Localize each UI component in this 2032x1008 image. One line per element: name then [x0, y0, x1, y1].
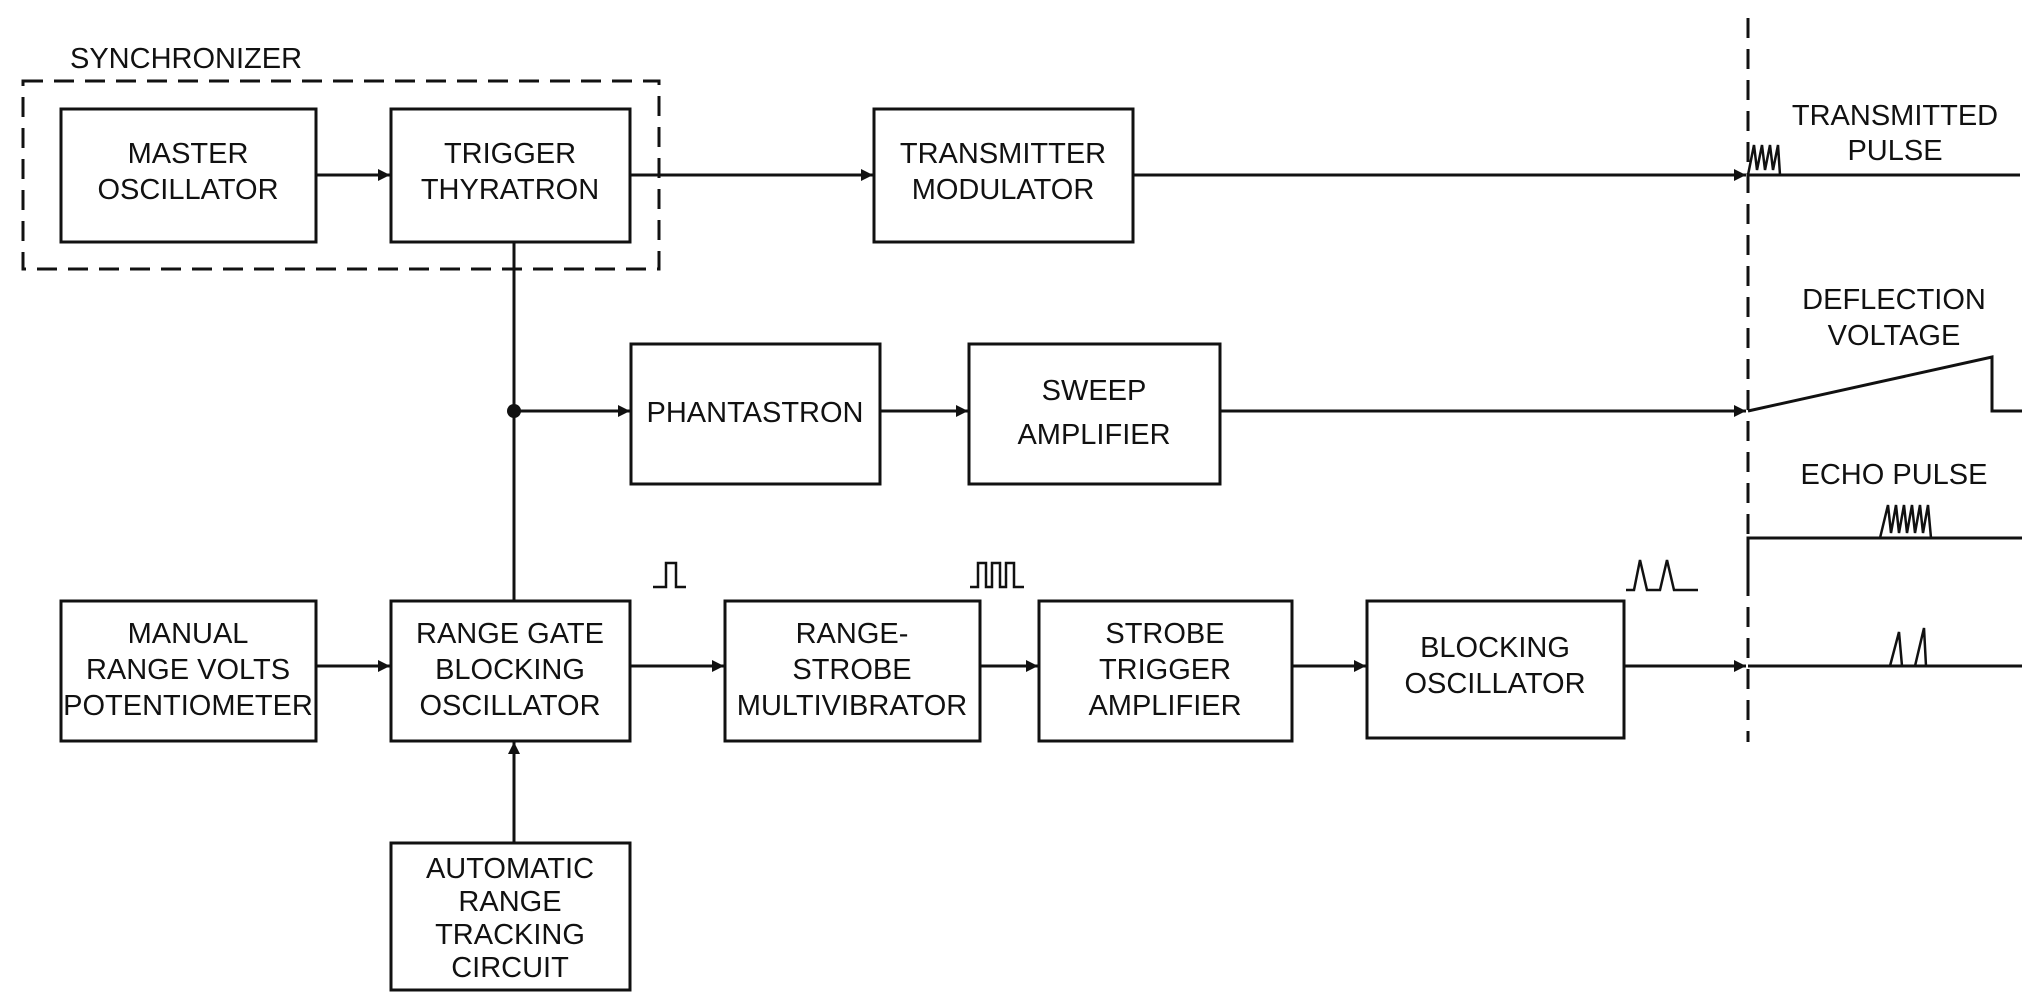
block-blocking-oscillator: BLOCKING OSCILLATOR — [1365, 599, 1626, 740]
transmitted-pulse-label-line-1: TRANSMITTED — [1792, 100, 1998, 132]
block-range-gate-blocking-oscillator: RANGE GATE BLOCKING OSCILLATOR — [389, 599, 632, 743]
range-strobe-multivibrator-line-2: STROBE — [792, 654, 911, 686]
strobe-pulse-waveform — [1880, 627, 1928, 668]
range-gate-blocking-oscillator-line-1: RANGE GATE — [416, 618, 604, 650]
range-gate-blocking-oscillator-line-2: BLOCKING — [435, 654, 585, 686]
strobe-pulse-train-icon — [970, 561, 1024, 589]
strobe-trigger-amplifier-line-1: STROBE — [1105, 618, 1224, 650]
range-strobe-multivibrator-box — [723, 599, 982, 743]
block-range-strobe-multivibrator: RANGE- STROBE MULTIVIBRATOR — [723, 599, 982, 743]
block-strobe-trigger-amplifier: STROBE TRIGGER AMPLIFIER — [1037, 599, 1294, 743]
manual-range-volts-potentiometer-line-1: MANUAL — [128, 618, 249, 650]
block-trigger-thyratron: TRIGGER THYRATRON — [389, 107, 632, 244]
echo-pulse-waveform — [1878, 504, 1933, 539]
strobe-trigger-amplifier-line-2: TRIGGER — [1099, 654, 1231, 686]
output-labels: TRANSMITTED PULSE DEFLECTION VOLTAGE ECH… — [1792, 100, 1998, 491]
manual-range-volts-potentiometer-line-3: POTENTIOMETER — [63, 690, 313, 722]
blocking-pulse-icon — [1626, 559, 1698, 592]
output-traces — [653, 144, 2022, 668]
deflection-voltage-label-line-1: DEFLECTION — [1802, 284, 1986, 316]
echo-pulse-label: ECHO PULSE — [1801, 459, 1988, 491]
automatic-range-tracking-circuit-line-4: CIRCUIT — [451, 952, 569, 984]
block-transmitter-modulator: TRANSMITTER MODULATOR — [872, 107, 1135, 244]
sweep-amplifier-line-1: SWEEP — [1042, 375, 1147, 407]
blocking-oscillator-line-1: BLOCKING — [1420, 632, 1570, 664]
phantastron-line-1: PHANTASTRON — [647, 397, 864, 429]
deflection-voltage-label-line-2: VOLTAGE — [1828, 320, 1961, 352]
manual-range-volts-potentiometer-box — [59, 599, 318, 743]
sweep-amplifier-line-2: AMPLIFIER — [1017, 419, 1170, 451]
blocking-oscillator-line-2: OSCILLATOR — [1404, 668, 1585, 700]
range-gate-blocking-oscillator-box — [389, 599, 632, 743]
trigger-thyratron-line-1: TRIGGER — [444, 138, 576, 170]
strobe-trigger-amplifier-box — [1037, 599, 1294, 743]
automatic-range-tracking-circuit-line-2: RANGE — [458, 886, 561, 918]
sweep-amplifier-box — [967, 342, 1222, 486]
master-oscillator-box — [59, 107, 318, 244]
transmitter-modulator-box — [872, 107, 1135, 244]
trigger-thyratron-line-2: THYRATRON — [421, 174, 599, 206]
block-sweep-amplifier: SWEEP AMPLIFIER — [967, 342, 1222, 486]
block-manual-range-volts-potentiometer: MANUAL RANGE VOLTS POTENTIOMETER — [59, 599, 318, 743]
echo-pulse-baseline — [1746, 536, 2022, 584]
block-master-oscillator: MASTER OSCILLATOR — [59, 107, 318, 244]
transmitter-modulator-line-1: TRANSMITTER — [900, 138, 1106, 170]
trigger-thyratron-box — [389, 107, 632, 244]
automatic-range-tracking-circuit-box — [389, 841, 632, 992]
range-strobe-multivibrator-line-3: MULTIVIBRATOR — [737, 690, 967, 722]
deflection-sawtooth-waveform — [1747, 355, 2022, 413]
master-oscillator-line-1: MASTER — [128, 138, 249, 170]
synchronizer-label: SYNCHRONIZER — [70, 43, 302, 75]
strobe-trigger-amplifier-line-3: AMPLIFIER — [1088, 690, 1241, 722]
automatic-range-tracking-circuit-line-3: TRACKING — [435, 919, 585, 951]
manual-range-volts-potentiometer-line-2: RANGE VOLTS — [86, 654, 290, 686]
range-gate-blocking-oscillator-line-3: OSCILLATOR — [419, 690, 600, 722]
block-automatic-range-tracking-circuit: AUTOMATIC RANGE TRACKING CIRCUIT — [389, 841, 632, 992]
transmitter-modulator-line-2: MODULATOR — [912, 174, 1095, 206]
transmitted-pulse-label-line-2: PULSE — [1847, 135, 1942, 167]
master-oscillator-line-2: OSCILLATOR — [97, 174, 278, 206]
transmitted-pulse-waveform — [1746, 144, 1782, 176]
range-strobe-multivibrator-line-1: RANGE- — [796, 618, 909, 650]
automatic-range-tracking-circuit-line-1: AUTOMATIC — [426, 853, 594, 885]
blocking-oscillator-box — [1365, 599, 1626, 740]
phantastron-box — [629, 342, 882, 486]
gate-pulse-icon — [653, 561, 686, 589]
connections — [316, 169, 1746, 842]
block-phantastron: PHANTASTRON — [629, 342, 882, 486]
